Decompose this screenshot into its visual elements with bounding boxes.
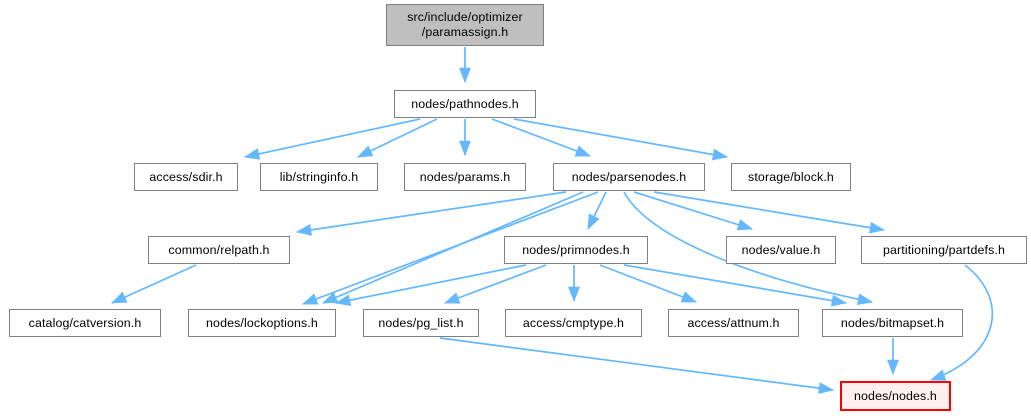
node-bitmapset[interactable]: nodes/bitmapset.h <box>822 309 963 337</box>
edge-pathnodes-to-sdir <box>244 118 421 160</box>
edge-primnodes-to-lockoptions <box>334 264 527 307</box>
node-lockoptions[interactable]: nodes/lockoptions.h <box>188 309 336 337</box>
node-label: access/attnum.h <box>687 315 780 330</box>
node-cmptype[interactable]: access/cmptype.h <box>505 309 642 337</box>
node-label: nodes/primnodes.h <box>522 242 630 257</box>
node-label: access/sdir.h <box>149 169 223 184</box>
node-params[interactable]: nodes/params.h <box>404 163 526 191</box>
node-label: storage/block.h <box>748 169 834 184</box>
node-label: nodes/bitmapset.h <box>840 315 945 330</box>
edge-parsenodes-to-primnodes <box>587 191 607 230</box>
edge-pglist-to-nodes <box>439 337 835 395</box>
node-label: src/include/optimizer /paramassign.h <box>407 10 523 39</box>
node-nodes[interactable]: nodes/nodes.h <box>840 381 951 411</box>
edge-pathnodes-to-parsenodes <box>491 118 591 157</box>
node-pglist[interactable]: nodes/pg_list.h <box>363 309 479 337</box>
node-value[interactable]: nodes/value.h <box>726 236 836 264</box>
edge-parsenodes-to-relpath <box>295 191 567 236</box>
edge-parsenodes-to-value <box>633 191 753 231</box>
node-label: nodes/pg_list.h <box>378 315 464 330</box>
edge-pathnodes-to-block <box>513 118 729 161</box>
node-sdir[interactable]: access/sdir.h <box>134 163 238 191</box>
node-label: nodes/params.h <box>419 169 511 184</box>
edge-parsenodes-to-lockoptions <box>302 191 599 305</box>
node-parsenodes[interactable]: nodes/parsenodes.h <box>553 163 705 191</box>
edge-pathnodes-to-stringinfo <box>357 118 438 158</box>
edge-primnodes-to-bitmapset <box>623 264 848 307</box>
node-label: nodes/value.h <box>741 242 821 257</box>
node-label: nodes/parsenodes.h <box>571 169 687 184</box>
node-label: common/relpath.h <box>168 242 270 257</box>
node-label: partitioning/partdefs.h <box>882 242 1005 257</box>
edge-relpath-to-catversion <box>111 264 197 304</box>
edge-primnodes-to-attnum <box>599 264 697 303</box>
node-stringinfo[interactable]: lib/stringinfo.h <box>260 163 378 191</box>
edge-parsenodes-to-partdefs <box>653 191 886 234</box>
edge-partdefs-to-nodes <box>930 264 994 381</box>
node-relpath[interactable]: common/relpath.h <box>148 236 290 264</box>
edge-primnodes-to-pglist <box>444 264 547 304</box>
node-label: nodes/lockoptions.h <box>206 315 318 330</box>
node-attnum[interactable]: access/attnum.h <box>668 309 799 337</box>
node-label: lib/stringinfo.h <box>279 169 359 184</box>
node-label: nodes/pathnodes.h <box>411 96 519 111</box>
node-label: nodes/nodes.h <box>854 388 937 403</box>
node-partdefs[interactable]: partitioning/partdefs.h <box>861 236 1027 264</box>
node-primnodes[interactable]: nodes/primnodes.h <box>504 236 648 264</box>
edge-parsenodes-to-bitmapset <box>623 191 874 306</box>
node-root[interactable]: src/include/optimizer /paramassign.h <box>386 4 544 46</box>
node-label: catalog/catversion.h <box>28 315 142 330</box>
node-label: access/cmptype.h <box>522 315 625 330</box>
node-catversion[interactable]: catalog/catversion.h <box>9 309 161 337</box>
node-pathnodes[interactable]: nodes/pathnodes.h <box>394 90 536 118</box>
node-block[interactable]: storage/block.h <box>731 163 851 191</box>
